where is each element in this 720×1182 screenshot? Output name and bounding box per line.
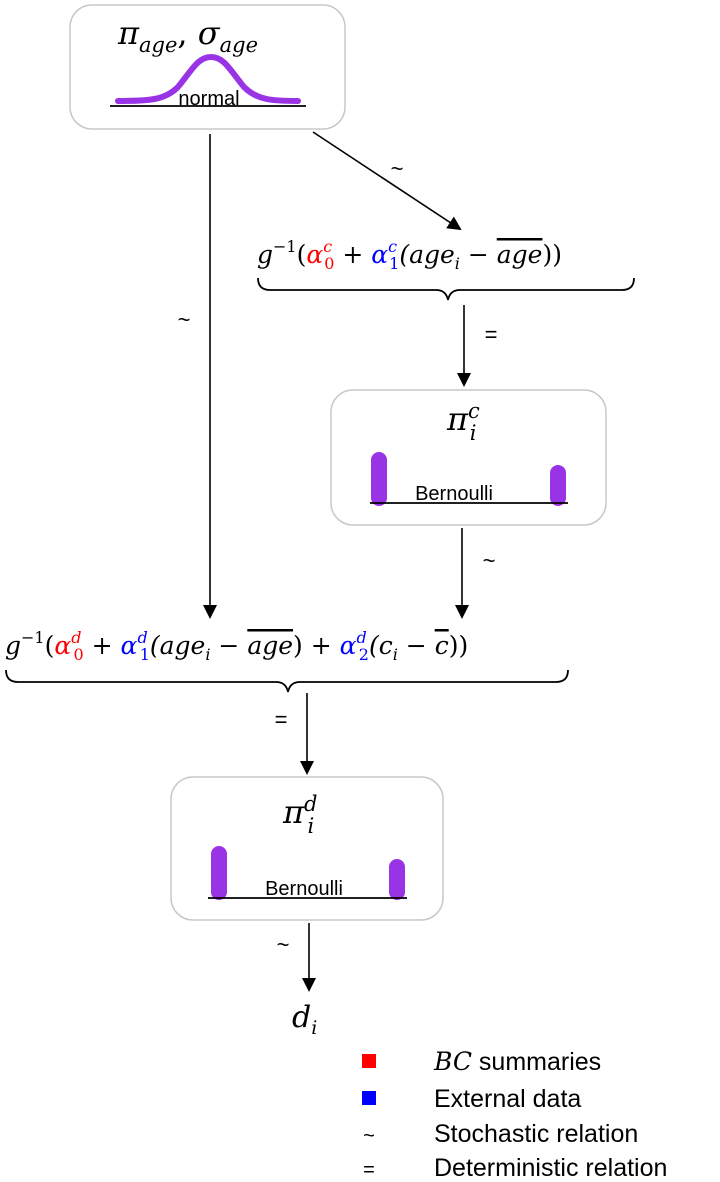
relation-pid-to-di: ~ xyxy=(277,932,290,957)
arrow-prior-to-c-formula xyxy=(312,131,462,231)
legend: BC summaries External data ~ Stochastic … xyxy=(362,1047,667,1182)
pi-c-dist-label: Bernoulli xyxy=(415,483,493,505)
blue-square-icon xyxy=(362,1091,376,1105)
legend-item-stochastic: ~ Stochastic relation xyxy=(363,1120,638,1148)
relation-prior-to-d: ~ xyxy=(178,307,191,332)
alpha-d0: α xyxy=(54,631,71,660)
alpha-c0: α xyxy=(306,240,323,269)
equals-marker: = xyxy=(363,1159,375,1181)
legend-stochastic-label: Stochastic relation xyxy=(434,1120,638,1148)
c-formula-brace xyxy=(257,277,635,301)
normal-dist-label: normal xyxy=(178,88,239,110)
pi-d-box xyxy=(170,776,444,921)
relation-d-formula-to-pid: = xyxy=(275,707,288,732)
red-square-icon xyxy=(362,1054,376,1068)
legend-bc-math: BC xyxy=(433,1047,472,1076)
bernoulli-bar-right xyxy=(550,465,566,506)
pi-c-box xyxy=(330,389,607,526)
relation-pic-to-d-formula: ~ xyxy=(483,548,496,573)
bernoulli-bar-left xyxy=(211,846,227,900)
normal-density-icon xyxy=(115,53,301,104)
relation-prior-to-c: ~ xyxy=(391,156,404,181)
d-formula-brace xyxy=(5,669,569,693)
legend-deterministic-label: Deterministic relation xyxy=(434,1154,667,1182)
alpha-d2: α xyxy=(340,631,357,660)
bernoulli-bar-left xyxy=(371,452,387,506)
age-prior-label: πage, σage xyxy=(117,14,258,57)
alpha-c1: α xyxy=(371,240,388,269)
d-i-label: di xyxy=(292,1000,317,1039)
legend-item-bc-summaries: BC summaries xyxy=(362,1047,601,1076)
legend-external-label: External data xyxy=(434,1085,581,1113)
svg-text:BC summaries: BC summaries xyxy=(433,1047,601,1076)
legend-bc-label: summaries xyxy=(472,1048,601,1076)
bernoulli-bar-right xyxy=(389,859,405,900)
alpha-d1: α xyxy=(121,631,138,660)
legend-item-deterministic: = Deterministic relation xyxy=(363,1154,667,1182)
legend-item-external-data: External data xyxy=(362,1085,581,1113)
relation-c-formula-to-pic: = xyxy=(485,322,498,347)
tilde-marker: ~ xyxy=(363,1125,375,1147)
pi-d-dist-label: Bernoulli xyxy=(265,878,343,900)
age-prior-node: πage, σage normal xyxy=(69,4,346,130)
